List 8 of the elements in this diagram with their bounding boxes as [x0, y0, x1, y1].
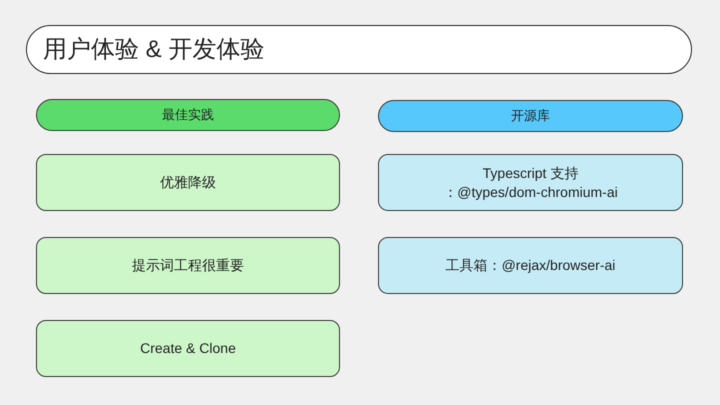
- practice-card: 提示词工程很重要: [36, 237, 340, 294]
- section-header: 最佳实践: [36, 99, 340, 131]
- practice-card: Create & Clone: [36, 320, 340, 377]
- library-card: 工具箱：@rejax/browser-ai: [378, 237, 683, 294]
- practice-card: 优雅降级: [36, 154, 340, 211]
- library-card: Typescript 支持：@types/dom-chromium-ai: [378, 154, 683, 211]
- title-bar: 用户体验 & 开发体验: [26, 25, 692, 74]
- section-header: 开源库: [378, 100, 683, 132]
